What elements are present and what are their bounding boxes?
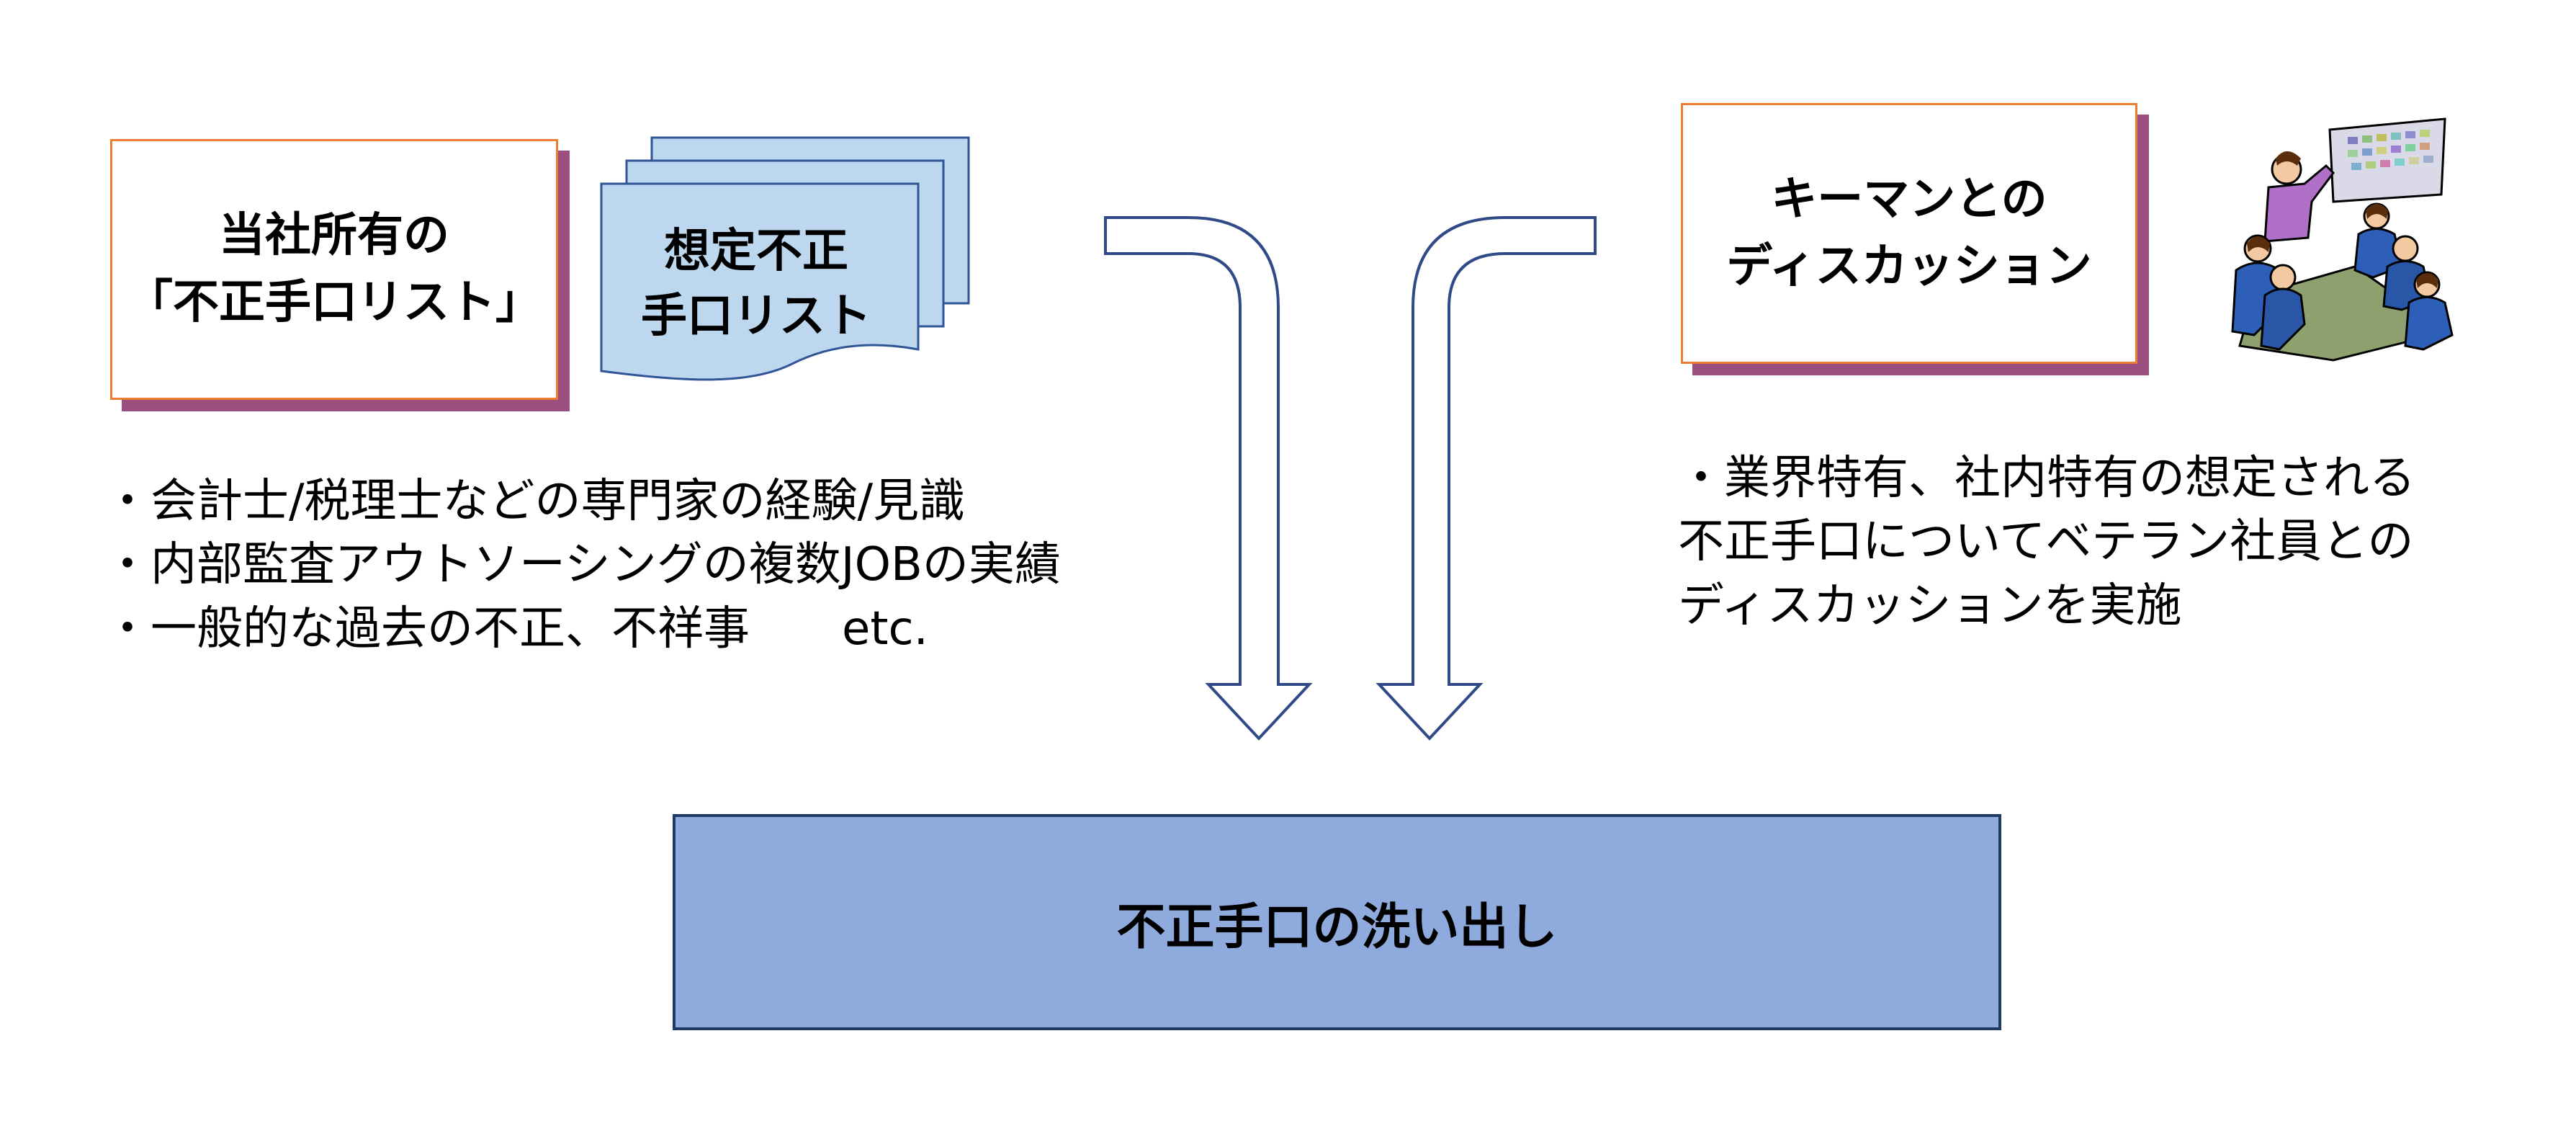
left-bullet-item: ・内部監査アウトソーシングの複数JOBの実績 <box>104 538 1061 592</box>
right-bullet-item: ディスカッションを実施 <box>1678 579 2182 633</box>
document-stack-icon: 想定不正 手口リスト <box>591 133 979 396</box>
left-bullet-item: ・一般的な過去の不正、不祥事 etc. <box>104 602 928 656</box>
assumed-fraud-list-line2: 手口リスト <box>641 289 871 343</box>
company-fraud-list-line1: 当社所有の <box>219 209 449 263</box>
company-fraud-list-line2: 「不正手口リスト」 <box>127 276 542 329</box>
left-bullet-list: ・会計士/税理士などの専門家の経験/見識 ・内部監査アウトソーシングの複数JOB… <box>104 470 1061 661</box>
left-bullet-item: ・会計士/税理士などの専門家の経験/見識 <box>104 475 966 528</box>
left-flow-arrow-icon <box>1104 216 1313 741</box>
keyman-discussion-line2: ディスカッション <box>1726 240 2092 293</box>
keyman-discussion-line1: キーマンとの <box>1771 173 2047 227</box>
right-bullet-item: 不正手口についてベテラン社員との <box>1678 515 2414 569</box>
meeting-clipart-icon <box>2225 115 2456 364</box>
keyman-discussion-box: キーマンとの ディスカッション <box>1681 103 2137 364</box>
right-flow-arrow-icon <box>1375 216 1597 741</box>
fraud-method-identification-box: 不正手口の洗い出し <box>673 814 2001 1030</box>
assumed-fraud-list-label: 想定不正 手口リスト <box>598 220 915 349</box>
right-bullet-list: ・業界特有、社内特有の想定される 不正手口についてベテラン社員との ディスカッシ… <box>1678 447 2415 638</box>
fraud-method-identification-label: 不正手口の洗い出し <box>1116 898 1558 956</box>
right-bullet-item: ・業界特有、社内特有の想定される <box>1678 452 2415 505</box>
assumed-fraud-list-line1: 想定不正 <box>664 225 848 278</box>
company-fraud-list-box: 当社所有の 「不正手口リスト」 <box>110 139 558 400</box>
